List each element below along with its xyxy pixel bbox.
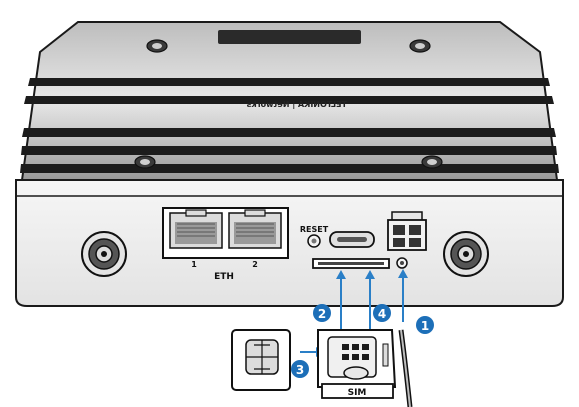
instruction-arrows — [300, 275, 404, 353]
eth-label: ETH — [214, 272, 234, 282]
sim-eject-hole — [396, 257, 408, 269]
sim-card-slot — [312, 258, 390, 269]
arrow-head-1 — [398, 269, 408, 278]
sim-tray: SIM — [317, 329, 397, 399]
callout-step-1: 1 — [416, 316, 434, 334]
callout-step-3: 3 — [291, 360, 309, 378]
brand-logo-text: TELTONIKA | Networks — [246, 100, 347, 109]
reset-button: RESET — [300, 225, 329, 248]
arrow-head-2 — [336, 270, 346, 279]
sim-card — [231, 329, 291, 391]
reset-label: RESET — [300, 225, 329, 234]
router-front-panel — [15, 179, 564, 307]
cooling-fins — [20, 78, 559, 173]
eject-pin — [398, 329, 413, 407]
arrow-head-4 — [365, 270, 375, 279]
antenna-connector-left — [81, 231, 127, 277]
power-connector — [387, 211, 427, 251]
svg-text:2: 2 — [318, 307, 326, 321]
usb-c-port — [329, 231, 375, 248]
port-1-label: 1 — [191, 260, 197, 269]
sim-tray-label: SIM — [348, 388, 367, 398]
eth-port-2 — [228, 209, 282, 249]
antenna-connector-right — [443, 231, 489, 277]
sim-chip-contacts — [342, 344, 369, 360]
eth-port-1 — [169, 209, 223, 249]
svg-text:3: 3 — [296, 363, 304, 377]
top-vent — [218, 30, 361, 44]
svg-text:4: 4 — [378, 307, 386, 321]
callout-step-2: 2 — [313, 304, 331, 322]
callout-step-4: 4 — [373, 304, 391, 322]
ethernet-ports: 1 2 ETH — [162, 207, 289, 282]
port-2-label: 2 — [252, 260, 258, 269]
router-top-housing: TELTONIKA | Networks — [20, 21, 559, 181]
screw-heads — [140, 43, 437, 165]
svg-text:1: 1 — [421, 319, 429, 333]
